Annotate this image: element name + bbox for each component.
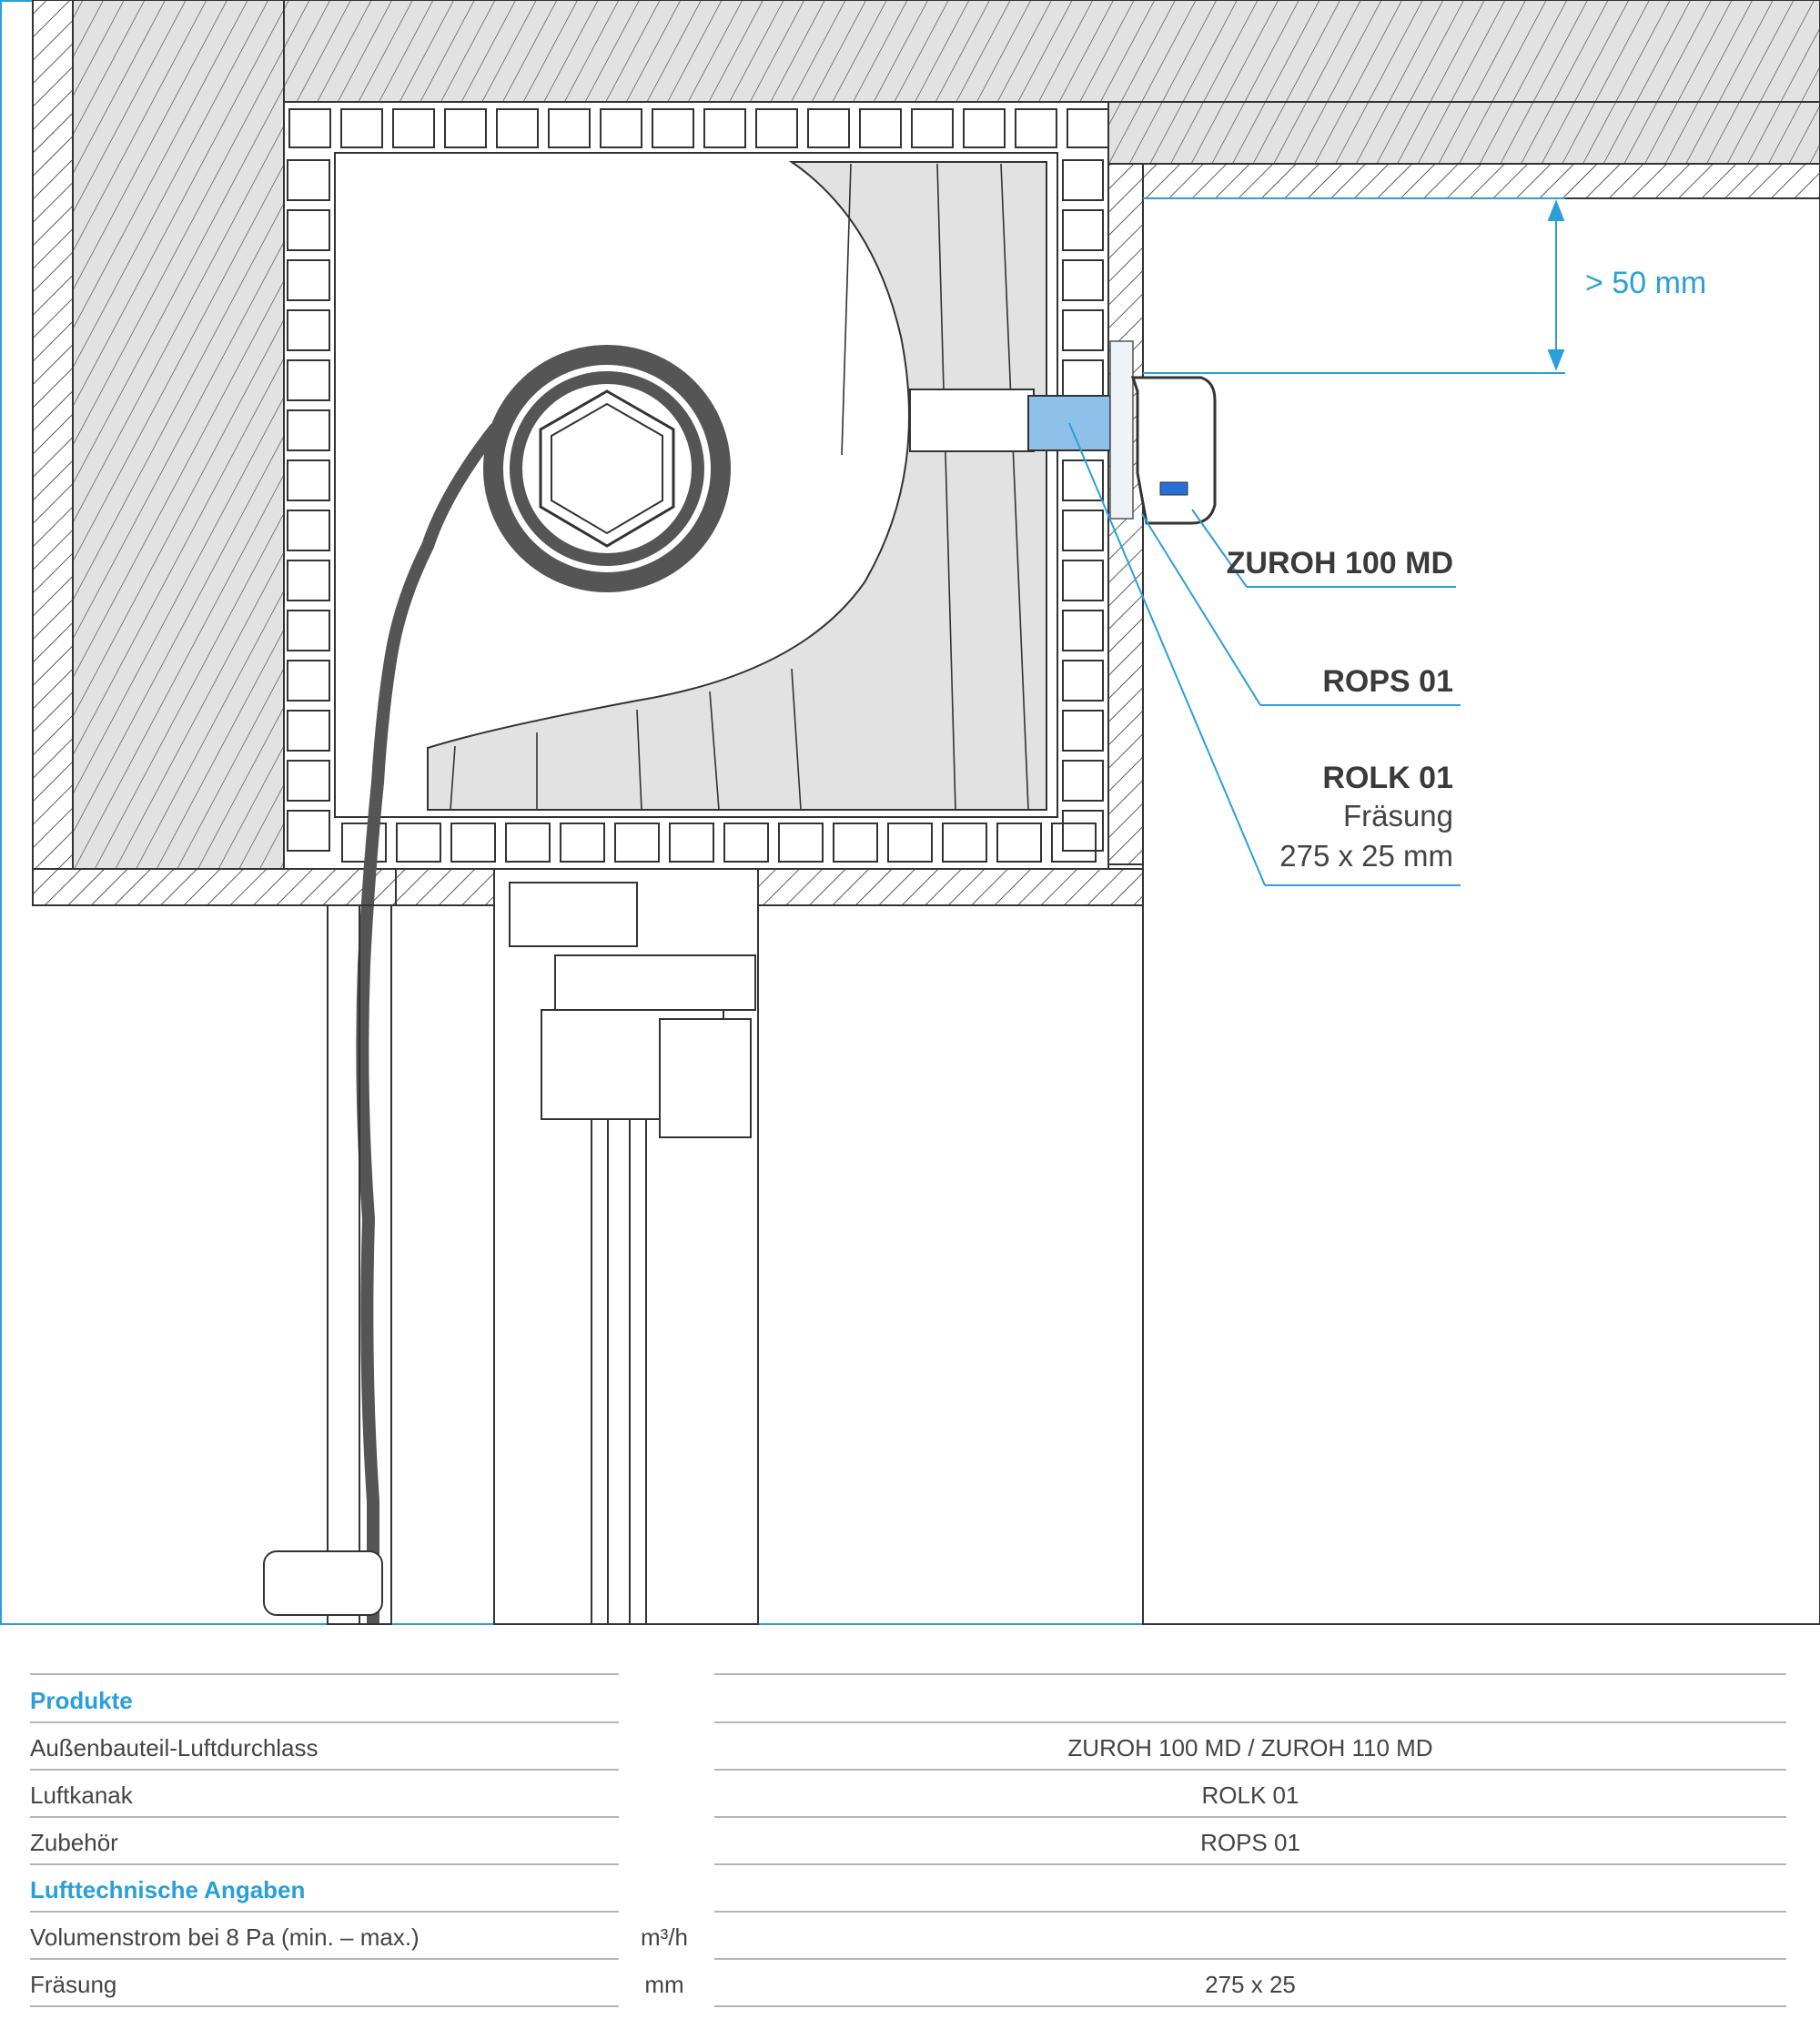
row-value: ROPS 01 <box>1200 1829 1300 1856</box>
insulation-cell <box>287 209 330 251</box>
row-label: Außenbauteil-Luftdurchlass <box>30 1734 318 1761</box>
row-label: Zubehör <box>30 1829 118 1856</box>
insulation-cell <box>942 823 987 863</box>
insulation-cell <box>723 823 769 863</box>
insulation-cell <box>287 409 330 451</box>
insulation-cell <box>287 309 330 351</box>
insulation-cell <box>1062 560 1104 601</box>
insulation-cell <box>963 108 1006 148</box>
insulation-cell <box>911 108 954 148</box>
table-row: Produkte <box>0 1676 1820 1723</box>
callout-rolk-line-2: 275 x 25 mm <box>1279 839 1453 873</box>
table-row: Fräsung mm 275 x 25 <box>0 1960 1820 2007</box>
insulation-cell <box>778 823 824 863</box>
insulation-cell <box>287 159 330 201</box>
table-row: Zubehör ROPS 01 <box>0 1818 1820 1865</box>
insulation-cell <box>1062 459 1104 501</box>
insulation-cell <box>288 108 331 148</box>
table-row: Außenbauteil-Luftdurchlass ZUROH 100 MD … <box>0 1723 1820 1771</box>
insulation-cell <box>859 108 902 148</box>
insulation-cell <box>703 108 746 148</box>
insulation-cell <box>1062 810 1104 852</box>
insulation-cell <box>341 823 387 863</box>
row-label: Fräsung <box>30 1971 117 1998</box>
insulation-cell <box>887 823 933 863</box>
table-row: Lufttechnische Angaben <box>0 1865 1820 1913</box>
table-row: Luftkanak ROLK 01 <box>0 1771 1820 1818</box>
callout-rops: ROPS 01 <box>1322 664 1453 700</box>
insulation-cell <box>807 108 850 148</box>
insulation-cell <box>1067 108 1109 148</box>
row-label: Luftkanak <box>30 1782 133 1809</box>
row-unit: m³/h <box>641 1923 688 1951</box>
zuroh-component <box>1027 340 1217 525</box>
insulation-cell <box>1062 159 1104 201</box>
insulation-cell <box>396 823 441 863</box>
left-wall <box>32 0 416 906</box>
insulation-cell <box>996 823 1042 863</box>
insulation-cell <box>505 823 551 863</box>
insulation-cell <box>287 359 330 401</box>
insulation-cell <box>287 760 330 802</box>
insulation-cell <box>669 823 714 863</box>
insulation-cell <box>755 108 798 148</box>
insulation-cell <box>287 710 330 752</box>
row-label: Volumenstrom bei 8 Pa (min. – max.) <box>30 1923 420 1951</box>
insulation-cell <box>600 108 642 148</box>
window-frame <box>263 868 759 1625</box>
row-value: ROLK 01 <box>1201 1782 1299 1809</box>
insulation-cell <box>287 459 330 501</box>
insulation-cell <box>1015 108 1057 148</box>
section-drawing <box>0 0 1820 1625</box>
row-label: Produkte <box>30 1687 133 1714</box>
callout-rolk-line-1: Fräsung <box>1342 799 1453 833</box>
insulation-cell <box>287 810 330 852</box>
insulation-cell <box>548 108 591 148</box>
shutter-slats <box>427 161 1047 811</box>
insulation-cell <box>340 108 383 148</box>
insulation-cell <box>614 823 660 863</box>
callout-zuroh-name: ZUROH 100 MD <box>1226 546 1453 580</box>
insulation-cell <box>450 823 496 863</box>
insulation-cell <box>1062 259 1104 301</box>
insulation-cell <box>287 259 330 301</box>
insulation-cell <box>1062 710 1104 752</box>
insulation-cell <box>1062 209 1104 251</box>
row-unit: mm <box>644 1971 684 1998</box>
insulation-cell <box>1062 660 1104 702</box>
table-row: Volumenstrom bei 8 Pa (min. – max.) m³/h <box>0 1913 1820 1960</box>
insulation-cell <box>560 823 605 863</box>
shutter-coil <box>356 345 731 1624</box>
insulation-cell <box>1062 309 1104 351</box>
ceiling-lintel <box>283 0 1820 199</box>
insulation-cell <box>392 108 435 148</box>
insulation-cell <box>1062 760 1104 802</box>
insulation-cell <box>444 108 487 148</box>
callout-rolk: ROLK 01 Fräsung 275 x 25 mm <box>1279 761 1453 876</box>
insulation-cell <box>1051 823 1097 863</box>
insulation-cell <box>287 660 330 702</box>
dimension-50mm <box>1143 197 1565 374</box>
spec-table: Produkte Außenbauteil-Luftdurchlass ZURO… <box>0 1629 1820 2029</box>
right-wall <box>395 163 1820 1625</box>
callout-zuroh: ZUROH 100 MD <box>1227 546 1453 581</box>
insulation-cell <box>1062 510 1104 551</box>
row-value: ZUROH 100 MD / ZUROH 110 MD <box>1067 1734 1433 1761</box>
dimension-label: > 50 mm <box>1585 266 1707 300</box>
leader-lines <box>1068 422 1461 886</box>
insulation-cell <box>496 108 539 148</box>
insulation-cell <box>287 560 330 601</box>
callout-rops-name: ROPS 01 <box>1322 664 1453 699</box>
row-label: Lufttechnische Angaben <box>30 1876 306 1903</box>
callout-rolk-name: ROLK 01 <box>1322 761 1453 795</box>
insulation-cell <box>287 510 330 551</box>
row-value: 275 x 25 <box>1205 1971 1296 1998</box>
insulation-cell <box>652 108 694 148</box>
insulation-cell <box>1062 610 1104 651</box>
insulation-cell <box>833 823 878 863</box>
insulation-cell <box>287 610 330 651</box>
